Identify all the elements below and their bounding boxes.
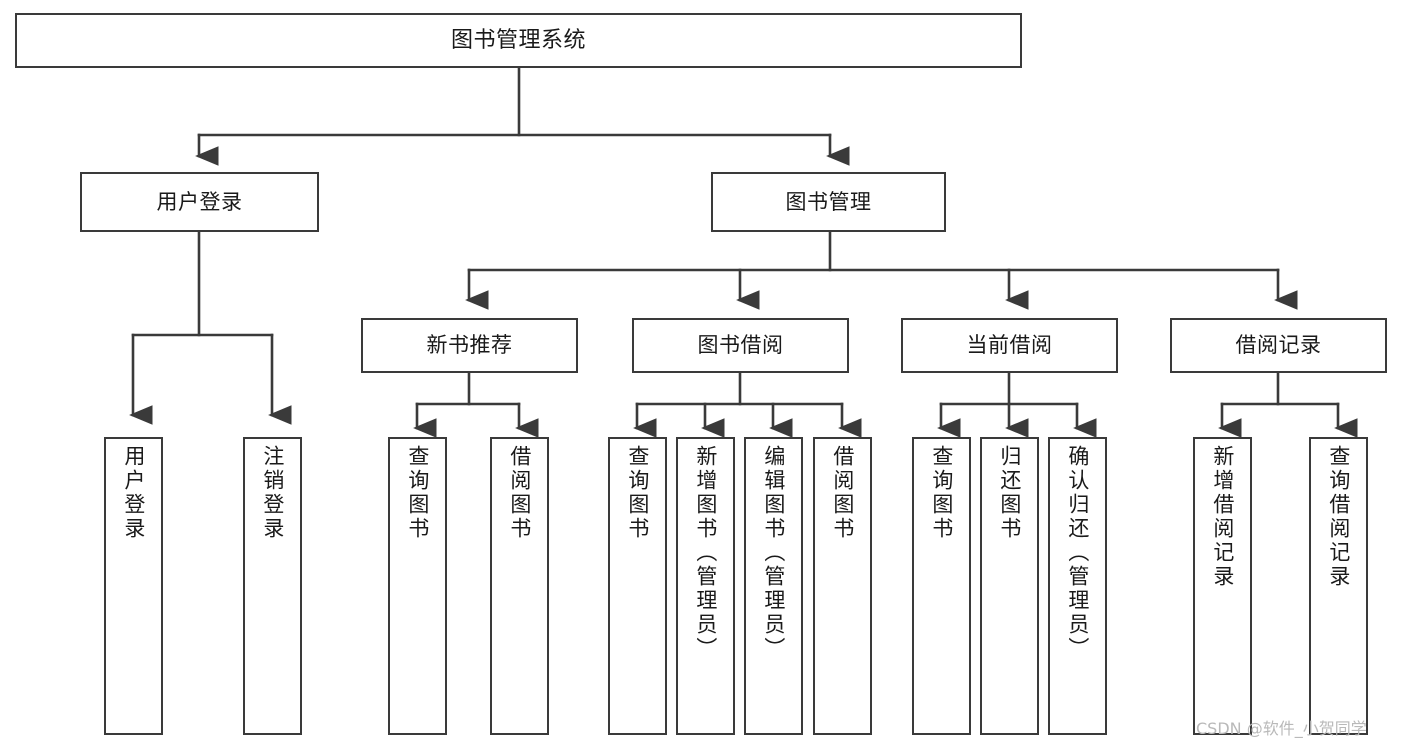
leaf-add-borrow-record[interactable]: 新增借阅记录 — [1193, 437, 1252, 735]
csdn-watermark: CSDN @软件_小贺同学 — [1196, 719, 1367, 738]
node-label: 当前借阅 — [966, 333, 1053, 358]
leaf-user-logout[interactable]: 注销登录 — [243, 437, 302, 735]
node-label: 用户登录 — [121, 445, 146, 541]
leaf-query-borrow-record[interactable]: 查询借阅记录 — [1309, 437, 1368, 735]
node-label: 查询借阅记录 — [1326, 445, 1351, 589]
node-book-management[interactable]: 图书管理 — [711, 172, 946, 232]
leaf-borrow-book[interactable]: 借阅图书 — [813, 437, 872, 735]
node-user-login[interactable]: 用户登录 — [80, 172, 319, 232]
leaf-query-book-current[interactable]: 查询图书 — [912, 437, 971, 735]
node-label: 确认归还（管理员） — [1065, 445, 1090, 661]
node-label: 图书管理系统 — [450, 27, 586, 53]
node-label: 图书管理 — [785, 189, 872, 214]
node-root-system[interactable]: 图书管理系统 — [15, 13, 1022, 68]
node-label: 新增借阅记录 — [1210, 445, 1235, 589]
node-current-borrow[interactable]: 当前借阅 — [901, 318, 1118, 373]
node-label: 借阅图书 — [507, 445, 532, 541]
node-label: 注销登录 — [260, 445, 285, 541]
node-label: 编辑图书（管理员） — [761, 445, 786, 661]
leaf-return-book[interactable]: 归还图书 — [980, 437, 1039, 735]
leaf-borrow-book-recommend[interactable]: 借阅图书 — [490, 437, 549, 735]
node-label: 借阅记录 — [1235, 333, 1322, 358]
node-label: 用户登录 — [156, 189, 243, 214]
node-label: 新书推荐 — [426, 333, 513, 358]
node-label: 查询图书 — [625, 445, 650, 541]
node-label: 图书借阅 — [697, 333, 784, 358]
node-book-borrow[interactable]: 图书借阅 — [632, 318, 849, 373]
leaf-edit-book-admin[interactable]: 编辑图书（管理员） — [744, 437, 803, 735]
leaf-query-book-borrow[interactable]: 查询图书 — [608, 437, 667, 735]
node-label: 查询图书 — [929, 445, 954, 541]
leaf-add-book-admin[interactable]: 新增图书（管理员） — [676, 437, 735, 735]
node-borrow-record[interactable]: 借阅记录 — [1170, 318, 1387, 373]
node-label: 借阅图书 — [830, 445, 855, 541]
leaf-confirm-return-admin[interactable]: 确认归还（管理员） — [1048, 437, 1107, 735]
node-label: 新增图书（管理员） — [693, 445, 718, 661]
node-new-book-recommend[interactable]: 新书推荐 — [361, 318, 578, 373]
node-label: 归还图书 — [997, 445, 1022, 541]
node-label: 查询图书 — [405, 445, 430, 541]
leaf-query-book-recommend[interactable]: 查询图书 — [388, 437, 447, 735]
leaf-user-login[interactable]: 用户登录 — [104, 437, 163, 735]
